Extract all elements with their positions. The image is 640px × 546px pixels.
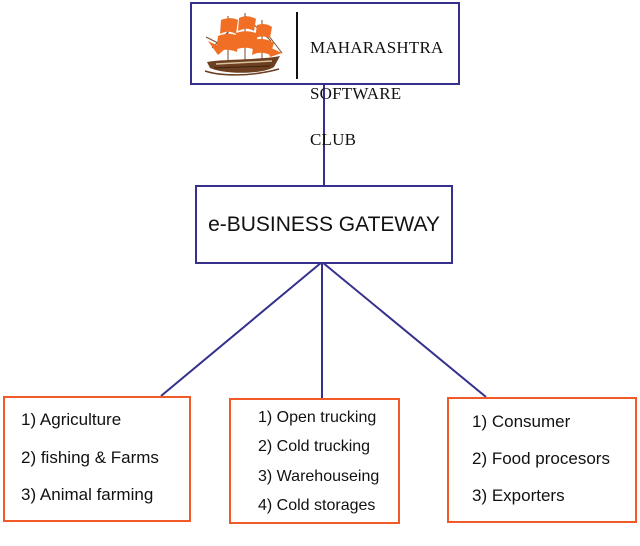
- sailing-ship-icon: [204, 13, 283, 76]
- logistics-category-box: 1) Open trucking 2) Cold trucking 3) War…: [229, 398, 400, 524]
- e-business-gateway-box: e-BUSINESS GATEWAY: [195, 185, 453, 264]
- gateway-label: e-BUSINESS GATEWAY: [208, 212, 440, 236]
- club-name-line: CLUB: [310, 130, 357, 149]
- category-item: 3) Warehouseing: [258, 467, 380, 485]
- category-item: 4) Cold storages: [258, 496, 376, 514]
- category-item: 1) Agriculture: [21, 410, 122, 429]
- category-item: 2) fishing & Farms: [21, 447, 159, 467]
- gateway-to-left-connector: [160, 261, 323, 397]
- club-name-line: MAHARASHTRA: [310, 38, 444, 57]
- category-item: 2) Food procesors: [472, 449, 610, 468]
- logo-divider: [296, 12, 298, 79]
- category-item: 3) Animal farming: [21, 485, 154, 504]
- market-category-box: 1) Consumer 2) Food procesors 3) Exporte…: [447, 397, 637, 523]
- maharashtra-software-club-box: MAHARASHTRA SOFTWARE CLUB: [190, 2, 460, 149]
- gateway-to-right-connector: [321, 261, 487, 398]
- production-category-box: 1) Agriculture 2) fishing & Farms 3) Ani…: [3, 396, 191, 522]
- logistics-item-list: 1) Open trucking 2) Cold trucking 3) War…: [258, 407, 392, 517]
- club-name-line: SOFTWARE: [310, 84, 402, 103]
- club-name: MAHARASHTRA SOFTWARE CLUB: [310, 13, 460, 174]
- category-item: 1) Open trucking: [258, 409, 377, 426]
- market-item-list: 1) Consumer 2) Food procesors 3) Exporte…: [472, 411, 629, 507]
- category-item: 1) Consumer: [472, 412, 571, 431]
- category-item: 3) Exporters: [472, 486, 565, 505]
- category-item: 2) Cold trucking: [258, 438, 371, 456]
- production-item-list: 1) Agriculture 2) fishing & Farms 3) Ani…: [21, 409, 183, 506]
